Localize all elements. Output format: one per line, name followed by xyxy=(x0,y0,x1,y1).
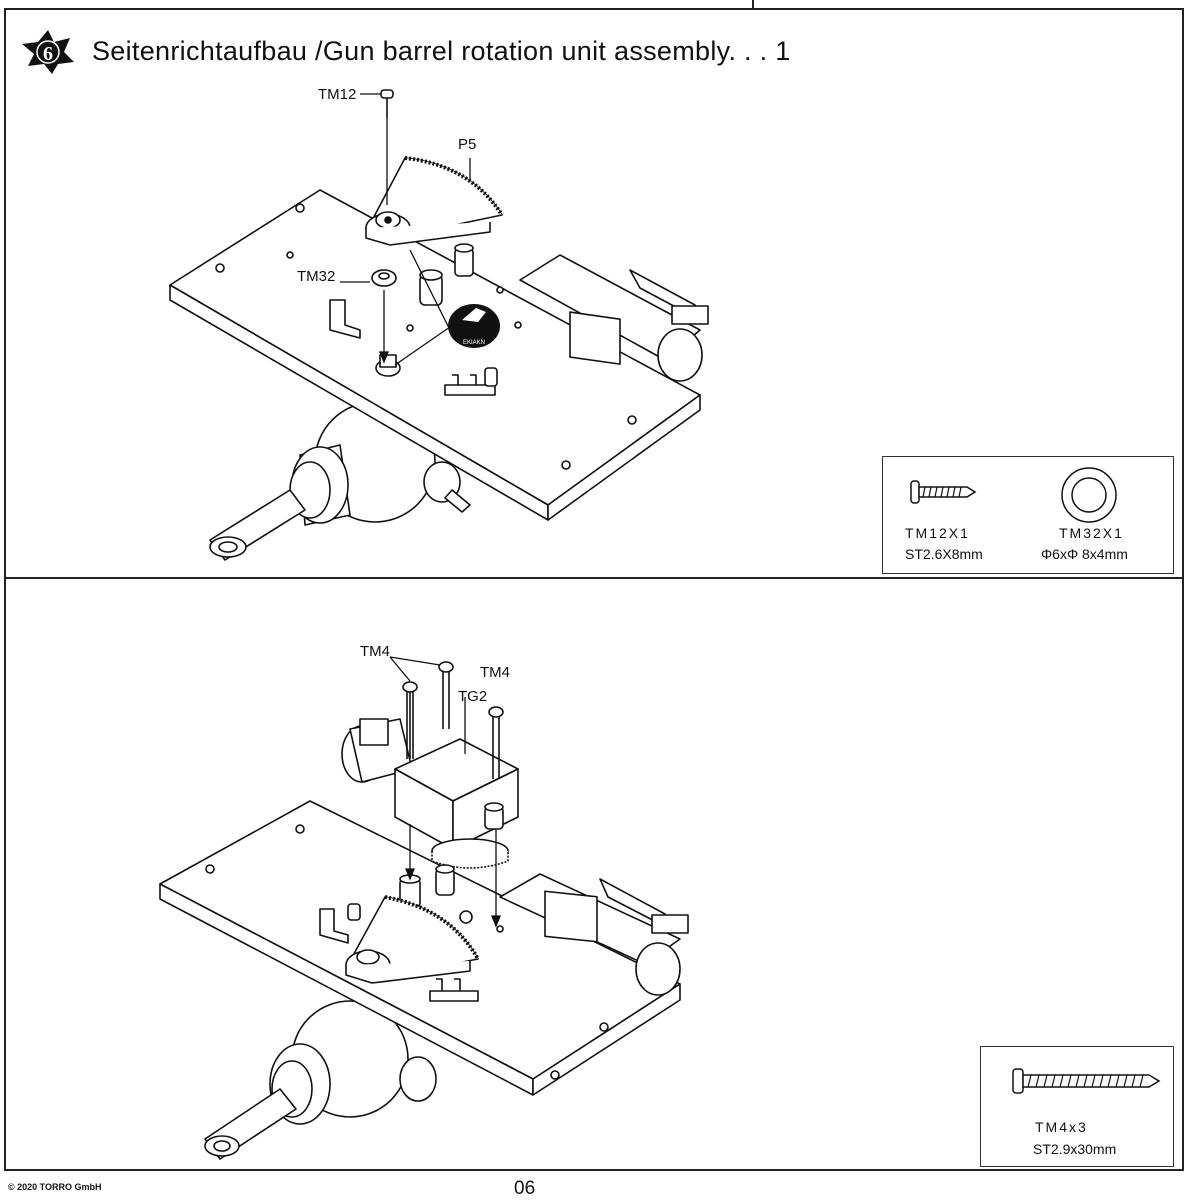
label-tm4-left: TM4 xyxy=(360,643,390,660)
tm12-spec: ST2.6X8mm xyxy=(905,546,983,562)
assembly-diagram-step1: EKIAKN xyxy=(169,89,709,561)
long-screw-icon xyxy=(1012,1068,1161,1094)
label-tm32: TM32 xyxy=(297,268,336,285)
step-number: 6 xyxy=(43,43,53,65)
screw-icon xyxy=(910,480,977,504)
parts-box-step2: TM4x3 ST2.9x30mm xyxy=(980,1046,1174,1167)
label-p5: P5 xyxy=(458,136,477,153)
label-tg2: TG2 xyxy=(458,688,488,705)
page-number: 06 xyxy=(514,1178,536,1199)
connector-block xyxy=(569,311,621,365)
label-tm4-right: TM4 xyxy=(480,664,510,681)
bracket-left xyxy=(329,299,361,339)
top-divider-notch xyxy=(752,0,754,9)
warning-sticker: EKIAKN xyxy=(448,304,500,348)
tm4-spec: ST2.9x30mm xyxy=(1033,1141,1117,1157)
panel-divider xyxy=(4,577,1184,579)
tm32-spec: Φ6xΦ 8x4mm xyxy=(1041,546,1128,562)
tm4-tag: TM4x3 xyxy=(1035,1119,1088,1135)
motor-right xyxy=(657,328,703,382)
washer-icon xyxy=(1061,467,1117,523)
page-frame xyxy=(4,8,1184,1171)
plug xyxy=(651,914,689,934)
bracket-left xyxy=(319,908,349,944)
motor-end xyxy=(399,1056,437,1102)
assembly-diagram-step2 xyxy=(159,656,689,1160)
bracket-comb xyxy=(444,374,496,396)
tm4-screw-b xyxy=(438,661,454,673)
bracket-comb xyxy=(429,978,479,1002)
step-star-badge: 6 xyxy=(22,30,74,74)
tm12-screw-head xyxy=(380,89,394,99)
label-tm12: TM12 xyxy=(318,86,357,103)
tm32-tag: TM32X1 xyxy=(1059,525,1124,541)
tg2-motor-clip xyxy=(359,718,389,746)
base-plate-side xyxy=(547,394,701,521)
base-plate-side xyxy=(532,983,681,1096)
plug xyxy=(671,305,709,325)
copyright: © 2020 TORRO GmbH xyxy=(8,1182,102,1192)
tm4-screw-a xyxy=(402,681,418,693)
tm4-screw-c xyxy=(488,706,504,718)
page-title: Seitenrichtaufbau /Gun barrel rotation u… xyxy=(92,36,791,66)
parts-box-step1: TM12X1 ST2.6X8mm TM32X1 Φ6xΦ 8x4mm xyxy=(882,456,1174,574)
tm12-tag: TM12X1 xyxy=(905,525,970,541)
svg-text:EKIAKN: EKIAKN xyxy=(463,340,485,346)
connector-block xyxy=(544,890,598,943)
motor-right xyxy=(635,942,681,996)
